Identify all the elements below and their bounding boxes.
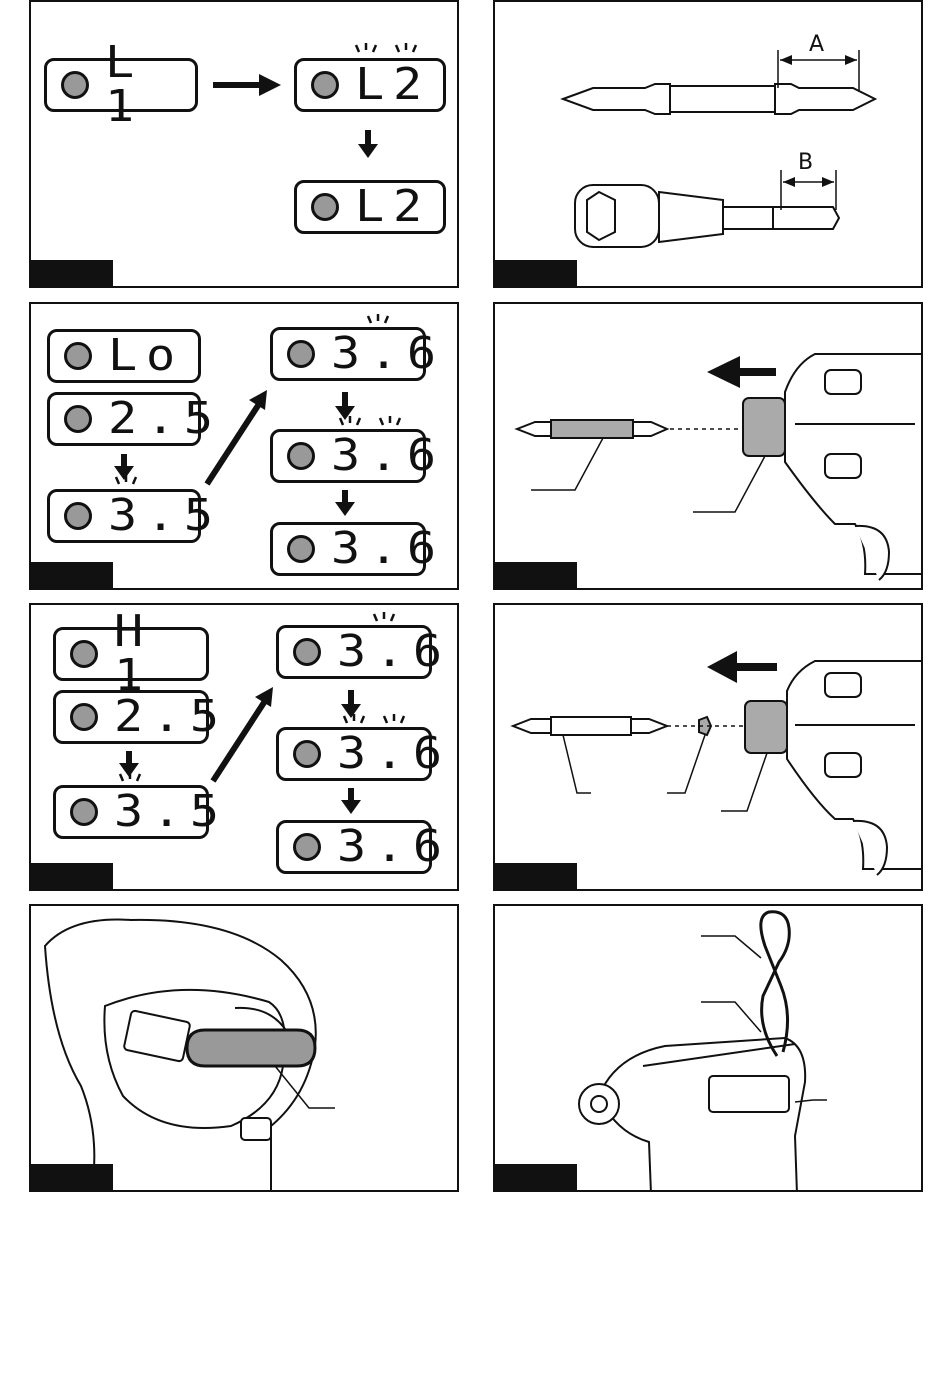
- figure-number-tab: [495, 1164, 577, 1190]
- direction-arrow-shaft: [735, 663, 777, 671]
- bit-right-end: [775, 84, 875, 114]
- figure-panel-6: [493, 603, 923, 891]
- figure-number-tab: [31, 863, 113, 889]
- figure-number-tab: [495, 863, 577, 889]
- figure-panel-4: [493, 302, 923, 590]
- arrows-layer: [31, 2, 459, 288]
- bit-tip-right: [633, 422, 667, 436]
- figure-panel-1: L 1 L2 L2: [29, 0, 459, 288]
- dimension-label-a: A: [809, 32, 824, 57]
- sleeve: [743, 398, 785, 456]
- leader-line: [693, 456, 765, 512]
- bit-shank: [670, 86, 775, 112]
- setter-shank: [723, 207, 773, 229]
- figure-panel-8: [493, 904, 923, 1192]
- leader-line: [667, 735, 705, 793]
- leader-line: [701, 1002, 761, 1032]
- tool-body: [599, 1038, 805, 1192]
- bit-left-end: [563, 84, 670, 114]
- figure-panel-3: Lo 2.5 3.5 3.6 3.6 3.6: [29, 302, 459, 590]
- arrows-layer: [31, 605, 459, 891]
- leader-line: [531, 438, 603, 490]
- leader-line: [563, 735, 591, 793]
- direction-arrow-head: [707, 651, 737, 683]
- bit-body: [551, 717, 631, 735]
- figure-panel-2: A B: [493, 0, 923, 288]
- bit-ball-insertion-drawing: [495, 605, 923, 891]
- figure-number-tab: [31, 1164, 113, 1190]
- figure-number-tab: [31, 562, 113, 588]
- arrows-layer: [31, 304, 459, 590]
- figure-panel-5: H 1 2.5 3.5 3.6 3.6 3.6: [29, 603, 459, 891]
- bit-dimension-drawing: [495, 2, 923, 288]
- bit-body: [551, 420, 633, 438]
- figure-number-tab: [495, 562, 577, 588]
- bit-tip-left: [517, 422, 551, 436]
- blink-rays: [356, 43, 416, 52]
- strap-band: [187, 1030, 315, 1066]
- leader-line: [721, 753, 767, 811]
- hook-wire: [761, 912, 789, 1056]
- leader-line: [701, 936, 761, 958]
- figure-number-tab: [495, 260, 577, 286]
- tool-strap-drawing: [31, 906, 459, 1192]
- bit-tip-right: [631, 719, 667, 733]
- direction-arrow-head: [707, 356, 740, 388]
- sleeve: [745, 701, 787, 753]
- figure-number-tab: [31, 260, 113, 286]
- direction-arrow-shaft: [738, 368, 776, 376]
- bit-tip-left: [513, 719, 551, 733]
- bit-insertion-drawing: [495, 304, 923, 590]
- socket-taper: [659, 192, 723, 242]
- dimension-label-b: B: [798, 150, 813, 175]
- setter-hex-end: [773, 207, 839, 229]
- tool-hook-drawing: [495, 906, 923, 1192]
- socket-hex: [587, 192, 615, 240]
- figure-panel-7: [29, 904, 459, 1192]
